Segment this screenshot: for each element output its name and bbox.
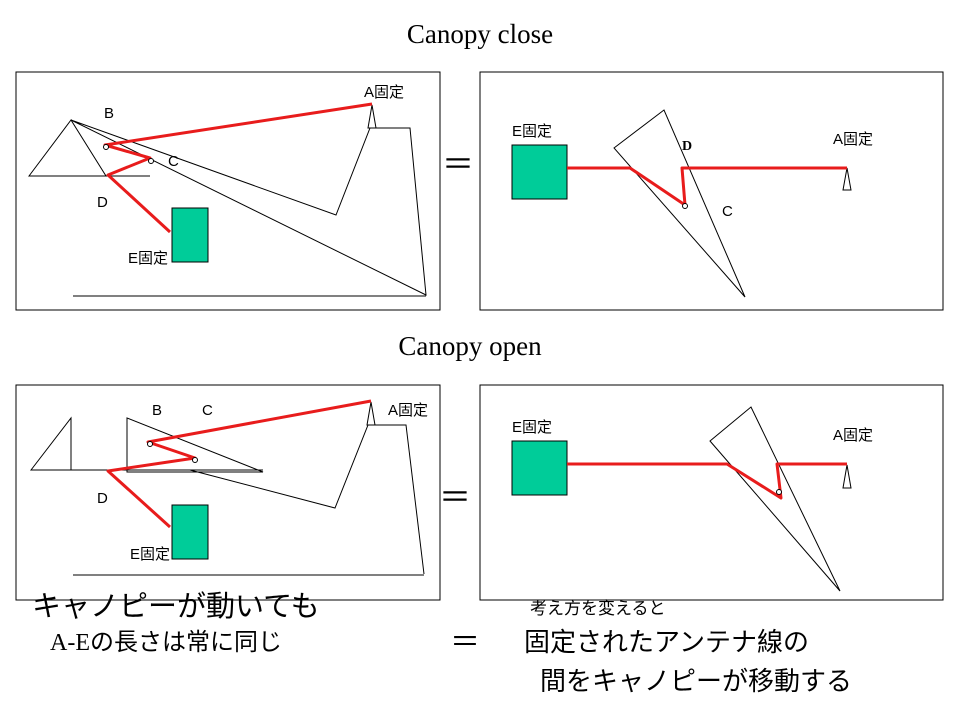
- panel-open-side-view: B C A固定 D E固定: [15, 384, 441, 601]
- canopy-triangle: [126, 417, 264, 473]
- caption-left-line1: キャノピーが動いても: [32, 590, 320, 623]
- label-a-fixed: A固定: [364, 84, 404, 101]
- label-a-fixed: A固定: [388, 402, 428, 419]
- label-c: C: [202, 402, 213, 419]
- title-canopy-close: Canopy close: [407, 19, 553, 49]
- e-fixed-block: [511, 144, 568, 200]
- antenna-mast: [367, 104, 377, 129]
- canopy-triangle: [709, 406, 841, 592]
- label-a-fixed: A固定: [833, 427, 873, 444]
- pulley-c: [148, 158, 154, 164]
- equals-sign-top: ＝: [442, 146, 474, 182]
- canopy-triangle: [613, 109, 746, 298]
- pulley-c: [682, 203, 688, 209]
- antenna-mast: [366, 401, 376, 426]
- label-e-fixed: E固定: [130, 546, 170, 563]
- pulley-b: [147, 441, 153, 447]
- e-fixed-block: [171, 504, 209, 560]
- label-b: B: [104, 105, 114, 122]
- label-d: D: [97, 490, 108, 507]
- panel-open-fixed-view: E固定 A固定: [479, 384, 944, 601]
- label-e-fixed: E固定: [512, 419, 552, 436]
- caption-left-line2: A-Eの長さは常に同じ: [50, 629, 282, 656]
- panel-frame: [15, 71, 441, 311]
- canopy-triangle: [70, 119, 427, 296]
- label-d: D: [682, 139, 692, 154]
- pulley-b: [103, 144, 109, 150]
- title-canopy-open: Canopy open: [398, 331, 542, 361]
- antenna-mast: [842, 464, 852, 489]
- panel-frame: [15, 384, 441, 601]
- antenna-wire: [567, 462, 847, 500]
- caption-right-line1: 固定されたアンテナ線の: [524, 627, 809, 657]
- caption-right-small: 考え方を変えると: [530, 599, 666, 618]
- label-e-fixed: E固定: [128, 250, 168, 267]
- antenna-wire: [103, 102, 373, 234]
- caption-right-line2: 間をキャノピーが移動する: [540, 666, 852, 696]
- e-fixed-block: [171, 207, 209, 263]
- label-a-fixed: A固定: [833, 131, 873, 148]
- label-c: C: [168, 153, 179, 170]
- e-fixed-block: [511, 440, 568, 496]
- label-d: D: [97, 194, 108, 211]
- equals-sign-bottom: ＝: [439, 479, 471, 515]
- pulley-c: [192, 457, 198, 463]
- label-c: C: [722, 203, 733, 220]
- pulley-c: [776, 489, 782, 495]
- caption-equals: ＝: [450, 626, 480, 659]
- antenna-mast: [842, 167, 852, 191]
- label-b: B: [152, 402, 162, 419]
- panel-close-side-view: A固定 B C D E固定: [15, 71, 441, 311]
- panel-close-fixed-view: E固定 A固定 D C: [479, 71, 944, 311]
- label-e-fixed: E固定: [512, 123, 552, 140]
